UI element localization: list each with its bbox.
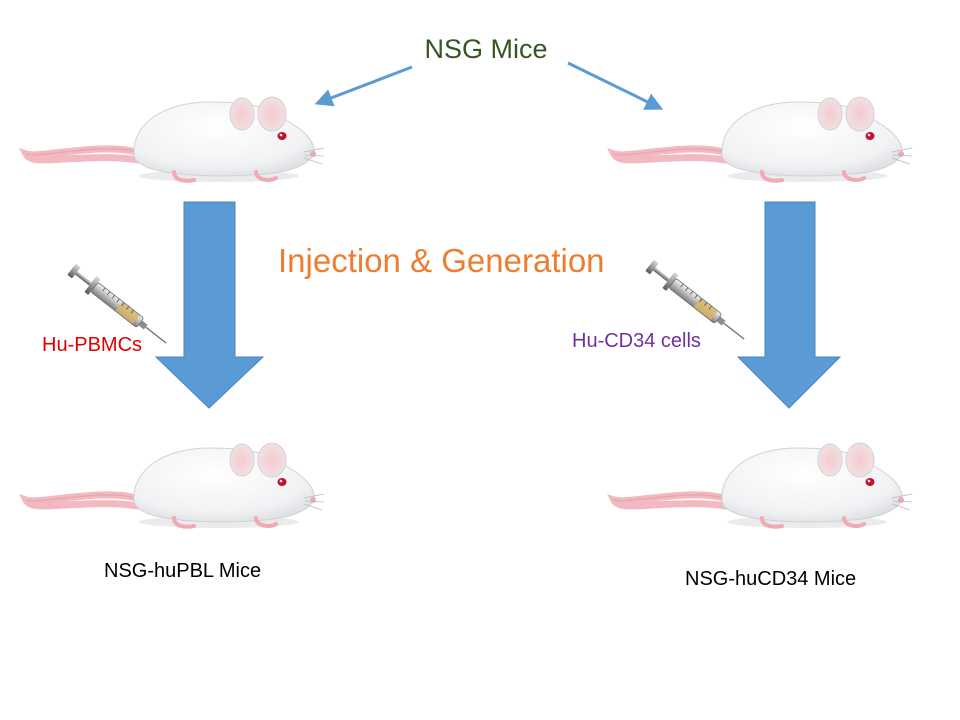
process-label: Injection & Generation (278, 242, 605, 279)
arrow-to-left-mouse (314, 65, 413, 107)
arrow-to-right-mouse (567, 61, 664, 110)
mouse-icon (26, 97, 324, 182)
block-arrow-right (736, 201, 842, 409)
left-result-label: NSG-huPBL Mice (104, 560, 262, 582)
mouse-icon (26, 443, 324, 528)
diagram-title: NSG Mice (424, 34, 548, 64)
mouse-icon (614, 443, 912, 528)
mouse-icon (614, 97, 912, 182)
right-injection-label: Hu-CD34 cells (572, 330, 701, 352)
right-result-label: NSG-huCD34 Mice (685, 568, 857, 590)
block-arrow-left (154, 201, 265, 409)
left-injection-label: Hu-PBMCs (42, 334, 143, 356)
